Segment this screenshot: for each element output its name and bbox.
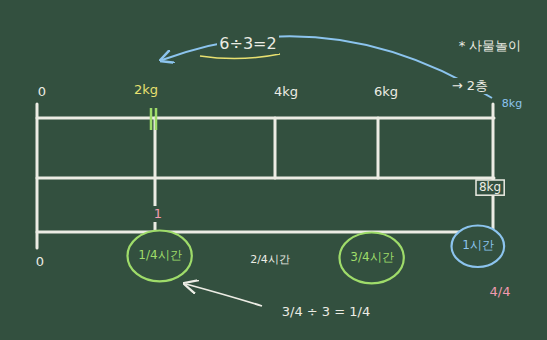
number-label: 0 bbox=[34, 254, 46, 270]
circled-time: 1/4시간 bbox=[126, 229, 193, 283]
node-text: 1시간 bbox=[462, 239, 494, 252]
note-label: → 2층 bbox=[450, 78, 490, 94]
number-label: 0 bbox=[36, 84, 48, 100]
circled-time: 1시간 bbox=[450, 224, 506, 269]
quantity-label: 4kg bbox=[272, 84, 300, 100]
quantity-label: 6kg bbox=[372, 84, 400, 100]
time-label: 2/4시간 bbox=[248, 253, 292, 267]
equation-label: 3/4 ÷ 3 = 1/4 bbox=[280, 304, 372, 320]
fraction-label: 1 bbox=[152, 206, 164, 222]
node-text: 3/4시간 bbox=[350, 251, 393, 264]
node-text: 1/4시간 bbox=[138, 249, 181, 262]
note-label: * 사물놀이 bbox=[457, 38, 524, 54]
boxed-quantity: 8kg bbox=[475, 179, 505, 196]
quantity-label: 2kg bbox=[132, 82, 160, 98]
equation-label: 6÷3=2 bbox=[217, 34, 278, 54]
fraction-label: 4/4 bbox=[488, 284, 513, 300]
circled-time: 3/4시간 bbox=[338, 231, 405, 285]
node-text: 8kg bbox=[479, 181, 501, 194]
quantity-label: 8kg bbox=[500, 97, 524, 111]
